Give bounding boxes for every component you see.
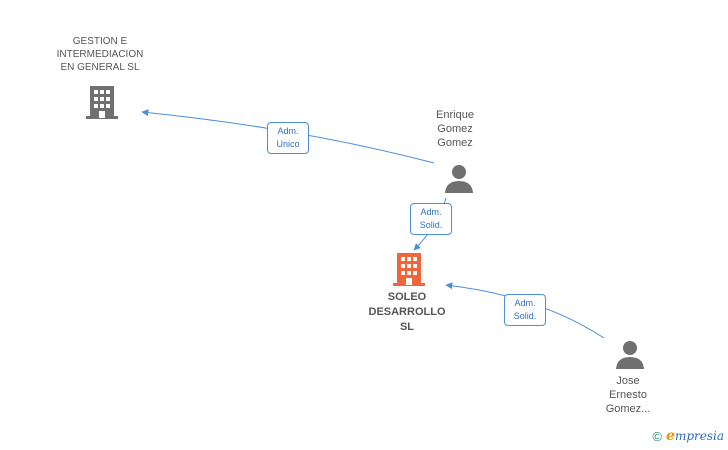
node-label-soleo[interactable]: SOLEO DESARROLLO SL (357, 290, 457, 335)
brand-wordmark: mpresia (674, 429, 724, 443)
brand-watermark: © empresia (652, 428, 724, 444)
building-icon[interactable] (393, 251, 425, 287)
label-line: Gomez... (605, 403, 651, 415)
label-line: Ernesto (609, 389, 647, 401)
label-line: DESARROLLO (368, 306, 446, 318)
node-label-jose[interactable]: Jose Ernesto Gomez... (578, 374, 678, 416)
building-icon[interactable] (86, 84, 118, 120)
edge-label-line: Unico (276, 139, 300, 149)
edge-label-line: Adm. (420, 207, 442, 217)
label-line: Jose (616, 375, 640, 387)
person-icon[interactable] (615, 339, 645, 369)
label-line: INTERMEDIACION (56, 49, 144, 60)
label-line: EN GENERAL SL (60, 62, 140, 73)
label-line: GESTION E (72, 36, 128, 47)
label-line: SOLEO (387, 291, 427, 303)
edge-label-adm-solid-enrique[interactable]: Adm. Solid. (410, 203, 452, 235)
edge-label-adm-solid-jose[interactable]: Adm. Solid. (504, 294, 546, 326)
edge-label-line: Solid. (513, 311, 537, 321)
node-label-enrique[interactable]: Enrique Gomez Gomez (405, 108, 505, 150)
edge-label-line: Adm. (514, 298, 536, 308)
label-line: Gomez (437, 137, 473, 149)
edge-label-line: Solid. (419, 220, 443, 230)
node-label-gestion[interactable]: GESTION E INTERMEDIACION EN GENERAL SL (40, 35, 160, 74)
label-line: SL (399, 321, 415, 333)
label-line: Enrique (436, 109, 474, 121)
label-line: Gomez (437, 123, 473, 135)
edge-label-adm-unico[interactable]: Adm. Unico (267, 122, 309, 154)
brand-logo-mark: e (666, 428, 675, 444)
person-icon[interactable] (444, 163, 474, 193)
copyright-symbol: © (652, 428, 663, 444)
edge-label-line: Adm. (277, 126, 299, 136)
